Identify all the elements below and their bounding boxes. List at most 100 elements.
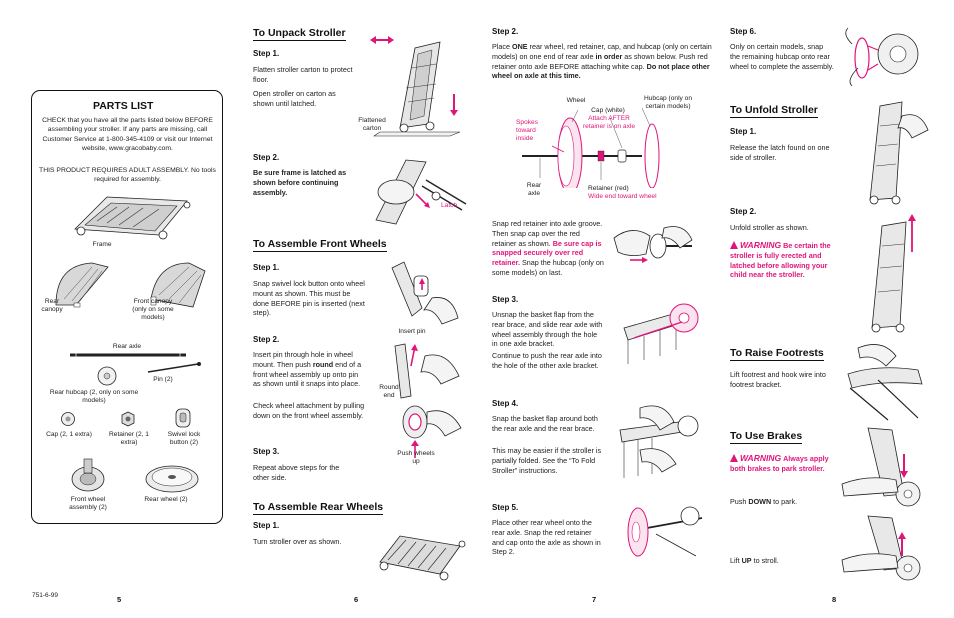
latch-label: Latch	[441, 202, 458, 209]
parts-adult-text: THIS PRODUCT REQUIRES ADULT ASSEMBLY. No…	[39, 167, 216, 184]
swivel-lock-illustration	[175, 408, 191, 428]
slide-axle-illustration	[623, 303, 699, 364]
unfold-warning: WARNING Be certain the stroller is fully…	[730, 240, 842, 280]
p7-step2-text: Place ONE rear wheel, red retainer, cap,…	[492, 42, 714, 81]
footrest-text: Lift footrest and hook wire into footres…	[730, 370, 826, 389]
p7-step5-text: Place other rear wheel onto the rear axl…	[492, 518, 601, 557]
p7-step2: Step 2.	[492, 27, 519, 36]
unfold-title: To Unfold Stroller	[730, 104, 818, 118]
rear-hubcap-illustration	[97, 366, 117, 386]
front-step1: Step 1.	[253, 263, 280, 272]
page-number-6: 6	[354, 595, 359, 604]
push-down-illustration	[841, 427, 921, 507]
document-code: 751-6-99	[32, 592, 59, 599]
p7-snap-text: Snap red retainer into axle groove. Then…	[492, 219, 604, 278]
retainer-illustration	[121, 411, 135, 427]
brakes-warning-word: WARNING	[740, 453, 782, 463]
page-number-8: 8	[832, 595, 837, 604]
turn-over-illustration	[379, 535, 466, 581]
p8-step6: Step 6.	[730, 27, 757, 36]
p7-snap-a: Snap red retainer into axle groove. Then…	[492, 219, 603, 248]
front-wheels-title: To Assemble Front Wheels	[253, 238, 387, 252]
cap-illustration	[61, 412, 75, 426]
front-step2-text: Insert pin through hole in wheel mount. …	[253, 350, 365, 389]
front-wheel-illustration	[71, 458, 105, 492]
front-wheel-label: Front wheel assembly (2)	[69, 496, 107, 511]
unpack-title: To Unpack Stroller	[253, 27, 346, 41]
unfold-step2: Step 2.	[730, 207, 757, 216]
swivel-lock-step-illustration	[391, 261, 459, 325]
p7-step2-inorder: in order	[595, 51, 623, 61]
parts-list-title: PARTS LIST	[93, 100, 154, 112]
front-step2-pre: Insert pin through hole in wheel mount. …	[253, 350, 353, 369]
p7-step5: Step 5.	[492, 503, 519, 512]
rear-axle-diagram-label: Rear axle	[526, 182, 542, 197]
unpack-step1-a: Flatten stroller carton to protect floor…	[253, 65, 353, 84]
rear-wheels-title: To Assemble Rear Wheels	[253, 501, 384, 515]
hubcap-label: Hubcap (only on certain models)	[643, 95, 693, 110]
front-step3-text: Repeat above steps for the other side.	[253, 463, 340, 482]
unpack-illustration	[370, 36, 461, 137]
pin-illustration	[147, 362, 201, 373]
p7-snap-b: Snap the hubcap (only on some models) on…	[492, 258, 604, 277]
brakes-warning: WARNING Always apply both brakes to park…	[730, 453, 842, 474]
footrest-title: To Raise Footrests	[730, 347, 824, 361]
unfold-step1: Step 1.	[730, 127, 757, 136]
unpack-step2-text: Be sure frame is latched as shown before…	[253, 168, 347, 197]
push-down-a: Push	[730, 497, 749, 506]
p7-step4-b: This may be easier if the stroller is pa…	[492, 446, 602, 475]
rear-hubcap-label: Rear hubcap (2, only on some models)	[49, 389, 139, 404]
lift-up-b: UP	[741, 556, 752, 565]
swivel-lock-label: Swivel lock button (2)	[167, 431, 201, 446]
p7-step2-one: ONE	[511, 42, 528, 51]
pin-label: Pin (2)	[153, 376, 173, 383]
lift-up-text: Lift UP to stroll.	[730, 556, 830, 566]
parts-check-text: CHECK that you have all the parts listed…	[42, 117, 213, 152]
p7-step2-bold-end: Do not place other wheel on axle at this…	[492, 61, 710, 81]
page-number-5: 5	[117, 595, 122, 604]
cap-label: Cap (2, 1 extra)	[46, 431, 92, 438]
spokes-label: Spokes toward inside	[516, 119, 538, 142]
p7-snap-pink: Be sure cap is snapped securely over red…	[492, 238, 602, 268]
p7-step4-a: Snap the basket flap around both the rea…	[492, 414, 598, 433]
front-step2: Step 2.	[253, 335, 280, 344]
flattened-carton-label: Flattened carton	[358, 117, 386, 132]
other-wheel-illustration	[627, 506, 703, 557]
brakes-title: To Use Brakes	[730, 430, 803, 444]
p7-step3: Step 3.	[492, 295, 519, 304]
axle-diagram	[522, 107, 660, 188]
unfold-warning-word: WARNING	[740, 240, 782, 250]
p7-step3-a: Unsnap the basket flap from the rear bra…	[492, 310, 603, 349]
front-step2-b: Check wheel attachment by pulling down o…	[253, 401, 365, 420]
round-end-label: Round end	[379, 384, 399, 399]
p7-step2-c: as shown below. Push red retainer onto a…	[492, 51, 708, 71]
unfold-warning-text: Be certain the stroller is fully erected…	[730, 241, 831, 280]
lift-up-illustration	[841, 515, 921, 581]
rear-axle-illustration	[70, 352, 186, 358]
unpack-step1: Step 1.	[253, 49, 280, 58]
rear-axle-label: Rear axle	[112, 343, 142, 350]
rear-step1-text: Turn stroller over as shown.	[253, 537, 342, 546]
p7-step3-b: Continue to push the rear axle into the …	[492, 351, 602, 370]
brakes-warning-text: Always apply both brakes to park strolle…	[730, 454, 829, 473]
push-down-text: Push DOWN to park.	[730, 497, 830, 507]
footrest-illustration	[847, 344, 923, 421]
p7-step4: Step 4.	[492, 399, 519, 408]
page-number-7: 7	[592, 595, 597, 604]
unfold-step1-text: Release the latch found on one side of s…	[730, 143, 830, 162]
unfold-illustration	[871, 214, 916, 333]
front-step3: Step 3.	[253, 447, 280, 456]
push-down-b: DOWN	[748, 497, 772, 506]
p7-step2-b: rear wheel, red retainer, cap, and hubca…	[492, 42, 712, 61]
front-step1-text: Snap swivel lock button onto wheel mount…	[253, 279, 365, 318]
rear-step1: Step 1.	[253, 521, 280, 530]
rear-wheel-label: Rear wheel (2)	[144, 496, 188, 503]
latch-illustration	[375, 159, 467, 225]
rear-canopy-illustration	[55, 262, 109, 308]
lift-up-a: Lift	[730, 556, 742, 565]
push-down-c: to park.	[771, 497, 798, 506]
frame-illustration	[74, 196, 191, 240]
warning-icon	[730, 241, 738, 249]
wheel-label: Wheel	[566, 97, 586, 104]
front-step2-post: end of a front wheel assembly up onto pi…	[253, 359, 362, 389]
